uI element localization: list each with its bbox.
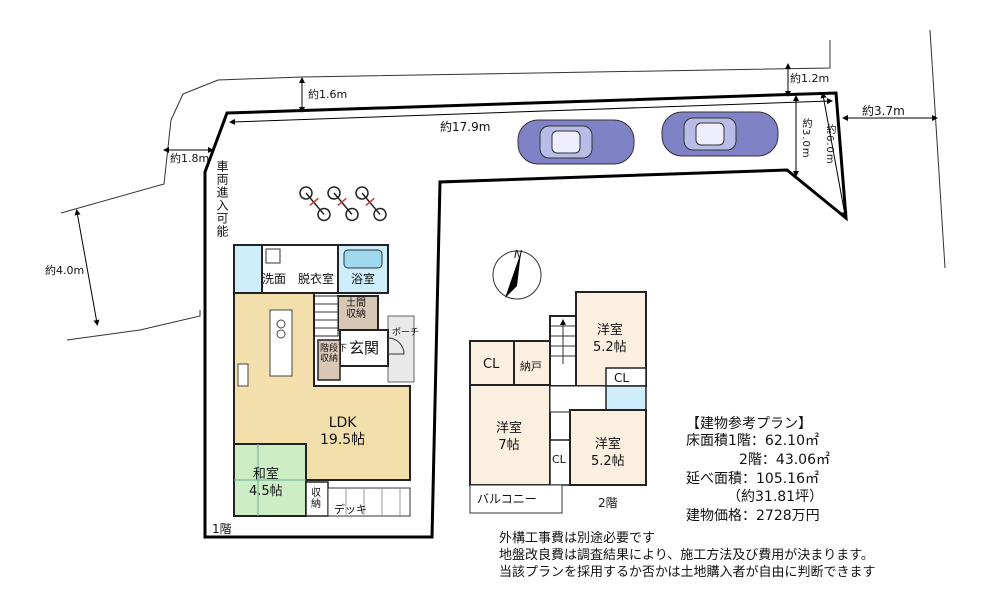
porch [387,315,415,383]
wash-room [233,244,263,294]
compass-icon [492,250,542,300]
label-floor2: 2階 [598,496,618,510]
label-nando: 納戸 [520,360,542,373]
dim-setback-left: 約1.8m [170,152,210,165]
label-deck: デッキ [334,503,367,516]
vehicle-entry-label: 車両進入可能 [215,160,229,238]
dimension-lines [74,63,938,326]
label-cl-top: CL [614,371,630,385]
floor1-plan [233,244,415,517]
plan-info-tsubo: （約31.81坪） [727,489,824,505]
dim-setback-right-top: 約1.2m [790,72,830,85]
label-floor1: 1階 [212,522,232,536]
dim-width-top: 約17.9m [440,120,491,134]
nando [513,340,551,386]
dim-left-road: 約4.0m [45,264,85,277]
toilet-2f [605,385,647,411]
plan-info-floor2: 2階：43.06㎡ [739,452,830,468]
deck [327,487,411,517]
dim-right-depth-b: 約6.0m [824,124,835,165]
floor2-plan [469,291,647,514]
label-ldk: LDK 19.5帖 [320,415,366,448]
car-left [517,119,635,165]
label-balcony: バルコニー [477,492,537,506]
label-cl-left: CL [483,357,500,372]
label-washitsu: 和室 4.5帖 [249,467,283,499]
hall [549,385,607,413]
note-3: 当該プランを採用するか否かは土地購入者が自由に判断できます [499,565,876,580]
dim-right-depth-a: 約3.0m [800,118,811,159]
label-earth-storage: 土間 収納 [346,298,366,320]
note-1: 外構工事費は別途必要です [499,531,656,546]
balcony [469,484,563,514]
entrance [339,329,389,367]
label-cl-mid: CL [552,453,566,466]
plan-info-floor1: 床面積1階：62.10㎡ [686,433,819,449]
label-western-right: 洋室 5.2帖 [591,437,625,469]
label-dressing: 脱衣室 [298,272,335,286]
bicycle-icons [299,186,387,222]
western-7 [469,384,551,486]
label-western-top: 洋室 5.2帖 [593,323,627,355]
label-western-7: 洋室 7帖 [496,421,523,453]
label-bath: 浴室 [351,272,376,286]
plan-info-title: 【建物参考プラン】 [686,416,812,432]
under-stairs-storage [317,339,341,381]
label-floor1-storage: 収 納 [311,488,321,510]
western-right [569,409,647,486]
label-porch: ポーチ [392,328,420,338]
dim-right-road: 約3.7m [862,104,905,118]
label-entrance: 玄関 [349,339,380,357]
plan-info-price: 建物価格：2728万円 [686,508,820,524]
stairs [313,295,339,337]
car-right [661,111,779,157]
dim-setback-top: 約1.6m [308,88,348,101]
label-under-stairs: 階段下 収納 [320,344,348,364]
label-wash: 洗面 [262,272,287,286]
note-2: 地盤改良費は調査結果により、施工方法及び費用が決まります。 [499,548,874,563]
compass-north-label: N [514,248,523,261]
plan-info-total: 延べ面積：105.16㎡ [686,471,819,487]
